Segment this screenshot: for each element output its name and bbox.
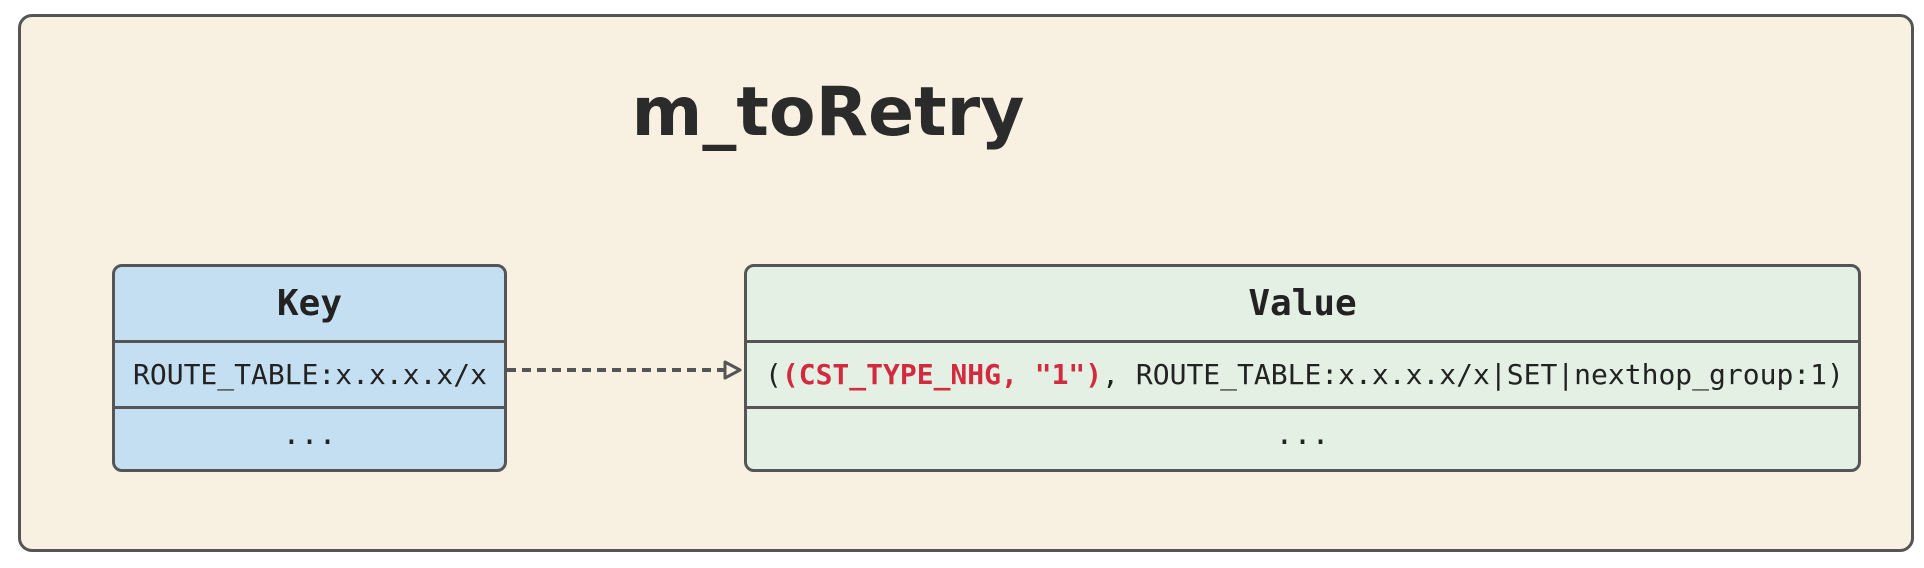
value-entry: ((CST_TYPE_NHG, "1"), ROUTE_TABLE:x.x.x.…	[747, 343, 1858, 409]
key-to-value-arrow	[507, 360, 742, 380]
key-entry: ROUTE_TABLE:x.x.x.x/x	[115, 343, 504, 409]
key-ellipsis: ...	[282, 416, 337, 452]
value-table: Value ((CST_TYPE_NHG, "1"), ROUTE_TABLE:…	[744, 264, 1861, 472]
diagram-frame: m_toRetry Key ROUTE_TABLE:x.x.x.x/x ... …	[18, 14, 1914, 552]
key-table: Key ROUTE_TABLE:x.x.x.x/x ...	[112, 264, 507, 472]
diagram-title: m_toRetry	[631, 73, 1025, 152]
value-entry-prefix: (	[765, 358, 782, 391]
value-header: Value	[747, 267, 1858, 343]
key-header: Key	[115, 267, 504, 343]
value-ellipsis: ...	[1275, 416, 1330, 452]
value-entry-highlight: (CST_TYPE_NHG, "1")	[781, 358, 1103, 391]
value-entry-suffix: , ROUTE_TABLE:x.x.x.x/x|SET|nexthop_grou…	[1102, 358, 1844, 391]
